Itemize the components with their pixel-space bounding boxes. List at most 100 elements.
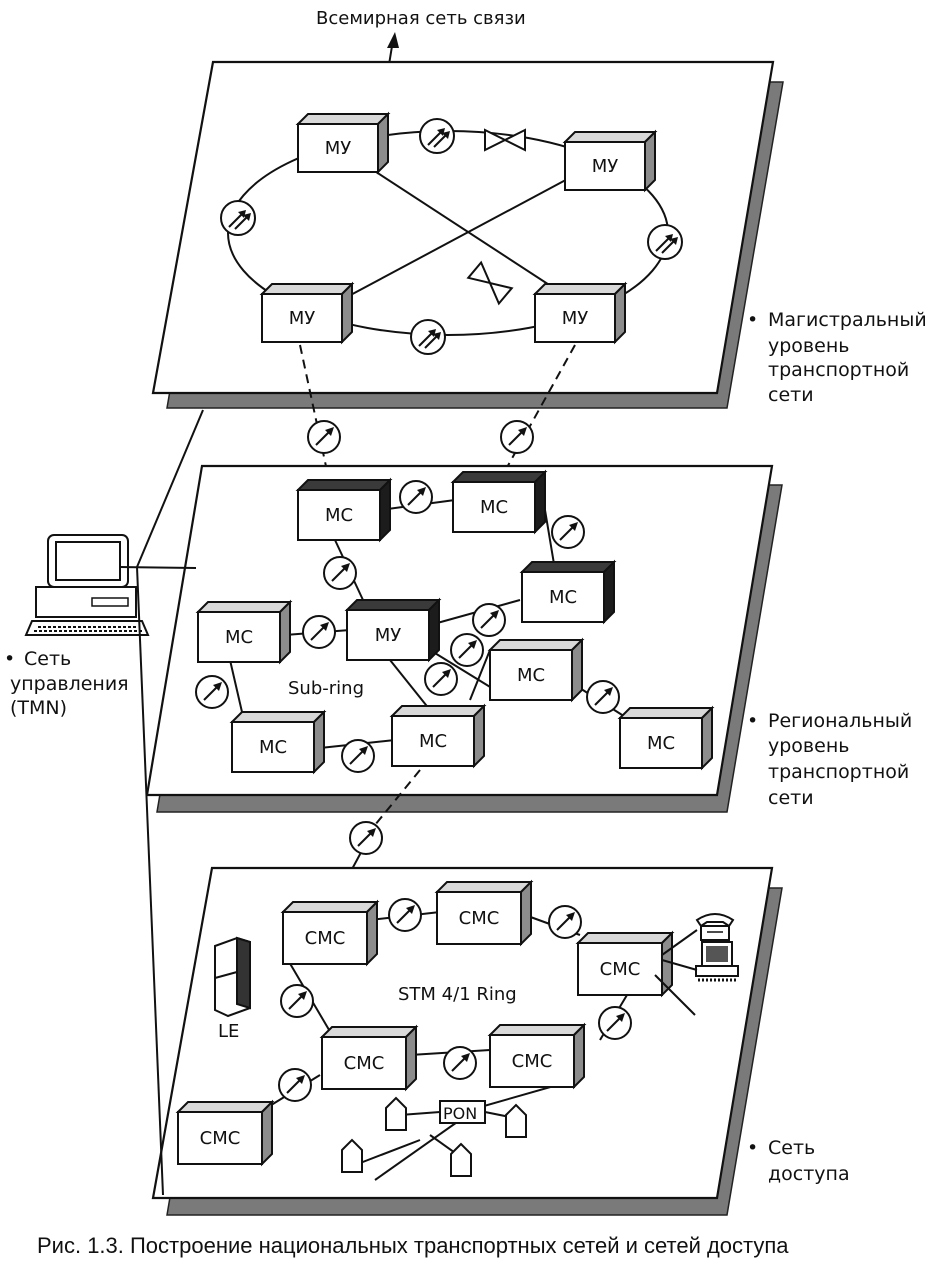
access-repeater-icon-2 — [548, 905, 582, 939]
sub-ring-label: Sub-ring — [288, 678, 364, 699]
subscriber-link-down — [654, 974, 696, 1016]
regional-level-label: • Региональный уровень транспортной сети — [747, 710, 912, 809]
backbone-regional-link-left — [299, 344, 331, 486]
access-node-2: СМС — [434, 879, 534, 947]
regional-node-8: МС — [389, 703, 487, 769]
svg-text:МУ: МУ — [375, 625, 402, 646]
svg-text:управления: управления — [10, 673, 129, 695]
svg-text:МУ: МУ — [289, 308, 316, 329]
regional-node-2: МС — [450, 469, 548, 535]
access-node-4: СМС — [319, 1024, 419, 1092]
svg-text:•: • — [747, 710, 758, 732]
le-exchange-icon — [214, 936, 251, 1018]
regional-repeater-icon-5 — [472, 603, 506, 637]
world-network-label: Всемирная сеть связи — [316, 8, 526, 29]
le-label: LE — [218, 1021, 239, 1042]
regional-repeater-icon-2 — [551, 515, 585, 549]
management-computer-icon — [24, 534, 150, 636]
access-repeater-icon-5 — [443, 1046, 477, 1080]
svg-text:МС: МС — [549, 587, 577, 608]
house-icon-2 — [505, 1103, 527, 1138]
svg-text:•: • — [4, 648, 15, 670]
backbone-cross-link-1 — [369, 167, 581, 306]
svg-text:СМС: СМС — [459, 908, 500, 929]
subscriber-link-phone — [661, 929, 698, 956]
svg-text:МС: МС — [517, 665, 545, 686]
svg-text:СМС: СМС — [344, 1053, 385, 1074]
backbone-regional-link-right — [499, 344, 576, 481]
regional-repeater-icon-10 — [341, 739, 375, 773]
svg-text:МС: МС — [480, 497, 508, 518]
svg-text:МС: МС — [647, 733, 675, 754]
svg-text:транспортной: транспортной — [768, 761, 909, 783]
svg-text:PON: PON — [443, 1104, 477, 1123]
backbone-repeater-icon-3 — [647, 224, 683, 260]
svg-text:СМС: СМС — [200, 1128, 241, 1149]
svg-text:Региональный: Региональный — [768, 710, 912, 732]
backbone-node-4: МУ — [532, 281, 628, 345]
svg-text:сети: сети — [768, 787, 814, 809]
regional-node-5: МС — [195, 599, 293, 665]
regional-repeater-icon-4 — [302, 615, 336, 649]
regional-node-1: МС — [295, 477, 393, 543]
svg-text:МС: МС — [325, 505, 353, 526]
backbone-repeater-icon-1 — [419, 118, 455, 154]
svg-text:МС: МС — [259, 737, 287, 758]
subscriber-link-terminal — [661, 959, 698, 971]
svg-text:Магистральный: Магистральный — [768, 309, 927, 331]
regional-repeater-icon-3 — [323, 556, 357, 590]
access-repeater-icon-6 — [278, 1068, 312, 1102]
access-node-1: СМС — [280, 899, 380, 967]
backbone-node-2: МУ — [562, 129, 658, 193]
pon-box: PON — [439, 1100, 486, 1124]
interlevel-repeater-icon-3 — [349, 821, 383, 855]
world-network-arrowhead — [387, 32, 399, 48]
backbone-connector-top — [484, 128, 526, 152]
svg-text:СМС: СМС — [600, 959, 641, 980]
backbone-repeater-icon-4 — [410, 319, 446, 355]
regional-node-6: МС — [487, 637, 585, 703]
terminal-icon — [695, 941, 739, 982]
access-repeater-icon-4 — [598, 1006, 632, 1040]
regional-repeater-icon-1 — [399, 480, 433, 514]
access-node-3: СМС — [575, 930, 675, 998]
svg-text:уровень: уровень — [768, 335, 849, 357]
svg-text:МУ: МУ — [325, 138, 352, 159]
access-level-label: • Сеть доступа — [747, 1137, 850, 1185]
house-icon-3 — [341, 1138, 363, 1173]
backbone-cross-link-2 — [344, 174, 576, 299]
access-node-6: СМС — [175, 1099, 275, 1167]
regional-repeater-icon-9 — [586, 680, 620, 714]
management-label: • Сеть управления (TMN) — [4, 648, 129, 719]
stm-ring-label: STM 4/1 Ring — [398, 984, 517, 1005]
svg-text:СМС: СМС — [512, 1051, 553, 1072]
svg-text:МУ: МУ — [592, 156, 619, 177]
svg-text:МС: МС — [225, 627, 253, 648]
management-links — [119, 409, 204, 1196]
house-icon-1 — [385, 1096, 407, 1131]
interlevel-repeater-icon-2 — [500, 420, 534, 454]
regional-repeater-icon-8 — [424, 662, 458, 696]
svg-text:транспортной: транспортной — [768, 359, 909, 381]
svg-text:Сеть: Сеть — [768, 1137, 815, 1159]
svg-text:МУ: МУ — [562, 308, 589, 329]
regional-node-4: МУ — [344, 597, 442, 663]
regional-node-3: МС — [519, 559, 617, 625]
telephone-icon — [695, 913, 735, 941]
access-repeater-icon-1 — [388, 898, 422, 932]
backbone-repeater-icon-2 — [220, 200, 256, 236]
backbone-level-plane — [151, 60, 784, 409]
svg-text:(TMN): (TMN) — [10, 697, 67, 719]
regional-node-9: МС — [617, 705, 715, 771]
figure-caption: Рис. 1.3. Построение национальных трансп… — [37, 1233, 789, 1258]
regional-repeater-icon-6 — [450, 633, 484, 667]
backbone-node-1: МУ — [295, 111, 391, 175]
svg-text:уровень: уровень — [768, 735, 849, 757]
svg-text:•: • — [747, 309, 758, 331]
access-repeater-icon-3 — [280, 984, 314, 1018]
svg-text:Сеть: Сеть — [24, 648, 71, 670]
backbone-node-3: МУ — [259, 281, 355, 345]
svg-text:СМС: СМС — [305, 928, 346, 949]
interlevel-repeater-icon-1 — [307, 420, 341, 454]
house-icon-4 — [450, 1142, 472, 1177]
